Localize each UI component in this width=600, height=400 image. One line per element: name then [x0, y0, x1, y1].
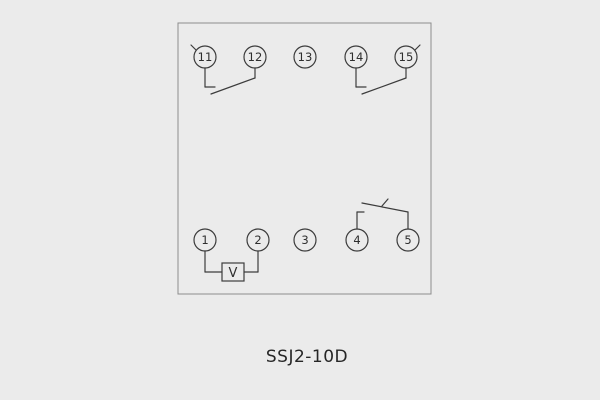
terminal-14-label: 14 [349, 50, 364, 64]
contact-4-5 [356, 198, 409, 230]
terminal-15-hook-icon [414, 44, 421, 51]
voltage-coil: V [204, 250, 259, 282]
terminal-3-label: 3 [301, 233, 308, 247]
terminal-11-label: 11 [198, 50, 213, 64]
terminal-13-circle [293, 45, 317, 69]
terminal-15-label: 15 [399, 50, 414, 64]
contact-4-5-blade [361, 202, 409, 213]
terminal-11-hook-icon [190, 44, 197, 51]
contact-14-15-blade [361, 77, 407, 95]
contact-11-12-blade [210, 77, 256, 95]
terminal-13: 13 [293, 45, 317, 69]
contact-4-5-tick-icon [381, 198, 389, 207]
terminal-5: 5 [396, 228, 420, 252]
model-title: SSJ2-10D [266, 347, 348, 367]
terminal-12-label: 12 [248, 50, 263, 64]
terminal-4-label: 4 [353, 233, 360, 247]
terminal-14: 14 [344, 45, 368, 69]
terminal-3: 3 [293, 228, 317, 252]
terminal-1-label: 1 [201, 233, 208, 247]
terminal-5-label: 5 [404, 233, 411, 247]
terminal-15: 15 [394, 44, 421, 69]
terminal-2: 2 [246, 228, 270, 252]
terminal-13-label: 13 [298, 50, 313, 64]
terminal-1: 1 [193, 228, 217, 252]
terminal-2-label: 2 [254, 233, 261, 247]
contact-11-12 [204, 67, 256, 95]
voltage-coil-label: V [229, 266, 238, 281]
terminal-4: 4 [345, 228, 369, 252]
terminal-3-circle [293, 228, 317, 252]
voltage-coil-box [221, 262, 245, 282]
contact-14-15 [355, 67, 407, 95]
terminal-11: 11 [190, 44, 217, 69]
relay-outline [177, 22, 432, 295]
terminal-12: 12 [243, 45, 267, 69]
